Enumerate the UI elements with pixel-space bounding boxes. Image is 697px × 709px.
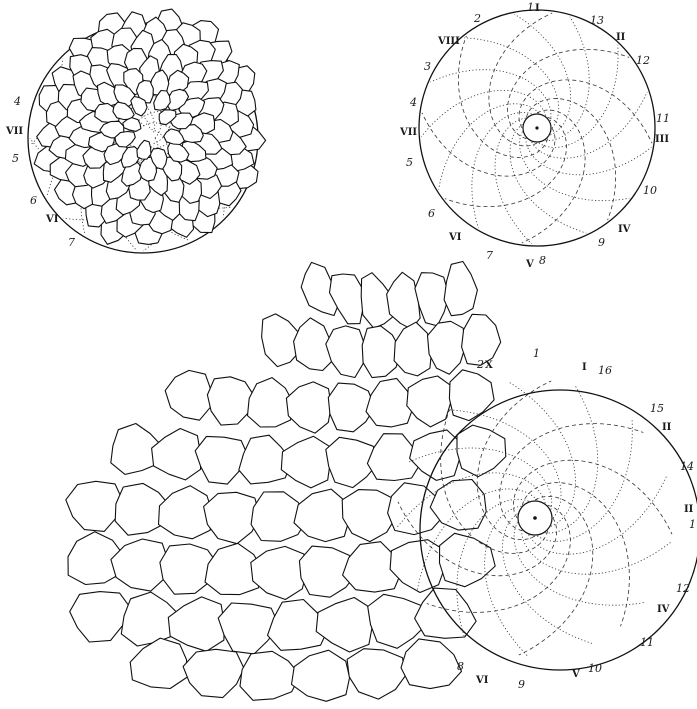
label-arabic: 11 (656, 112, 670, 125)
cone-scale (111, 539, 168, 591)
parastichy-line (545, 386, 598, 533)
cone-scale (342, 490, 396, 542)
cone-scale (430, 480, 486, 531)
cone-scale (326, 326, 366, 378)
cone-top-view: 4 VII 5 6 VI 7 (5, 9, 266, 253)
label-arabic: 2 (476, 358, 484, 371)
cone-scale (444, 262, 477, 316)
cone-scale (251, 546, 307, 599)
cone-scale (165, 370, 211, 420)
diagram-small-center-dot (535, 126, 538, 129)
cone-scale (207, 377, 254, 425)
label-arabic: 15 (650, 402, 664, 415)
cone-scale (394, 322, 432, 376)
label-arabic: 2 (473, 12, 481, 25)
cone-scale (415, 588, 477, 638)
cone-scale (286, 382, 331, 433)
cone-scale (292, 650, 350, 701)
label-roman: III (655, 134, 669, 145)
label-roman: X (485, 360, 493, 371)
label-roman: V (525, 259, 534, 270)
label-arabic: 14 (680, 460, 694, 473)
label-arabic: 8 (457, 660, 464, 673)
cone-scale (204, 492, 260, 543)
cone-scale (428, 321, 466, 374)
spiral-diagram-small: 1 I 2 VIII 3 4 VII 5 6 VI 7 V 8 9 IV 10 … (399, 1, 670, 270)
cone-scale (387, 272, 421, 329)
cone-scale (137, 140, 151, 159)
cone-scale (281, 436, 330, 488)
label-arabic: 4 (13, 95, 21, 108)
cone-scale (347, 649, 405, 699)
cone-scale (152, 429, 201, 480)
cone-scale (159, 486, 213, 539)
cone-scale (183, 649, 244, 697)
label-arabic: 7 (68, 236, 75, 249)
cone-top-scales (34, 9, 265, 244)
cone-scale (410, 430, 461, 481)
label-arabic: 1 (533, 347, 540, 360)
parastichy-line (546, 17, 590, 141)
label-arabic: 5 (406, 156, 413, 169)
parastichy-line (510, 124, 586, 233)
label-roman: VII (5, 126, 23, 137)
label-arabic: 9 (518, 678, 525, 691)
label-arabic: 1 (689, 518, 696, 531)
cone-scale (66, 481, 123, 531)
label-roman: IV (657, 604, 670, 615)
label-roman: I (582, 362, 587, 373)
cone-scale (457, 425, 506, 477)
label-arabic: 6 (428, 207, 435, 220)
label-arabic: 3 (424, 60, 431, 73)
label-arabic: 10 (643, 184, 657, 197)
label-roman: II (616, 32, 626, 43)
label-roman: IV (618, 224, 631, 235)
label-arabic: 12 (636, 54, 650, 67)
cone-scale (195, 436, 248, 484)
label-roman: V (571, 669, 580, 680)
diagram-large-center-dot (533, 516, 537, 520)
parastichy-line (522, 530, 671, 574)
label-roman: II (662, 422, 672, 433)
cone-scale (294, 489, 350, 541)
label-arabic: 12 (676, 582, 690, 595)
cone-side-view (66, 262, 506, 702)
label-roman: VII (399, 127, 417, 138)
label-roman: II (684, 504, 694, 515)
cone-side-scales (66, 262, 506, 702)
label-roman: VIII (437, 36, 460, 47)
cone-scale (330, 274, 365, 324)
label-roman: VI (475, 675, 489, 686)
cone-scale (401, 639, 462, 689)
label-roman: I (535, 3, 540, 14)
label-arabic: 6 (30, 194, 37, 207)
label-arabic: 4 (409, 96, 417, 109)
parastichy-line (503, 514, 593, 644)
label-arabic: 13 (590, 14, 604, 27)
cone-scale (366, 378, 414, 427)
label-arabic: 10 (588, 662, 602, 675)
parastichy-line (439, 104, 539, 190)
cone-scale (390, 540, 445, 593)
cone-scale (449, 370, 494, 421)
cone-scale (407, 376, 451, 427)
label-arabic: 16 (598, 364, 612, 377)
label-arabic: 11 (640, 636, 654, 649)
cone-scale (240, 651, 300, 700)
label-arabic: 1 (527, 1, 534, 14)
cone-scale (316, 598, 372, 653)
label-arabic: 7 (486, 249, 493, 262)
label-roman: VI (45, 214, 59, 225)
cone-scale (248, 378, 294, 427)
label-arabic: 8 (539, 254, 546, 267)
label-roman: VI (448, 232, 462, 243)
parastichy-line (526, 138, 652, 175)
label-arabic: 5 (12, 152, 19, 165)
label-arabic: 9 (598, 236, 605, 249)
